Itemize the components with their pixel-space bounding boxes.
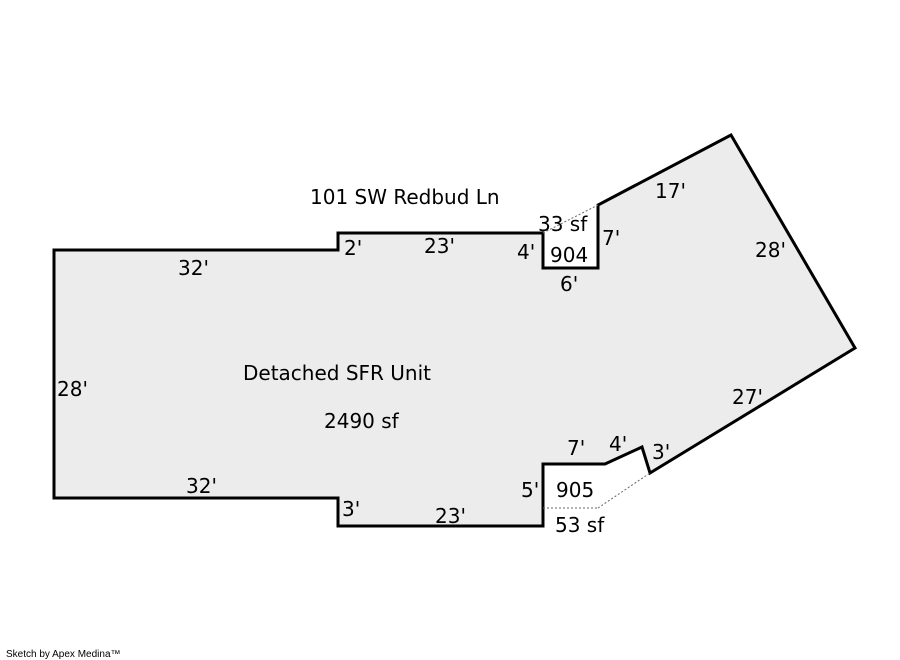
dim-bottom-left: 32' [186, 474, 217, 498]
main-area-size: 2490 sf [324, 409, 400, 433]
dim-904-left: 4' [517, 240, 535, 264]
dim-905-short: 4' [609, 432, 627, 456]
area-904-code: 904 [550, 243, 588, 267]
area-905-code: 905 [556, 478, 594, 502]
dim-right-diagonal: 28' [755, 238, 786, 262]
sketch-credit: Sketch by Apex Medina™ [6, 649, 121, 660]
dim-904-bottom: 6' [560, 272, 578, 296]
area-905-dashed-diagonal [597, 472, 651, 509]
dim-top-left: 32' [178, 256, 209, 280]
dim-905-right: 3' [652, 440, 670, 464]
detached-sfr-outline [52, 133, 858, 528]
dim-upper-diagonal: 17' [655, 179, 686, 203]
dim-lower-diagonal: 27' [732, 385, 763, 409]
dim-905-left: 5' [521, 478, 539, 502]
dim-bottom-step: 3' [342, 497, 360, 521]
dim-bottom-mid: 23' [435, 504, 466, 528]
address-label: 101 SW Redbud Ln [310, 185, 500, 209]
main-area-name: Detached SFR Unit [243, 361, 431, 385]
area-904-size: 33 sf [538, 212, 588, 236]
dim-905-top: 7' [567, 436, 585, 460]
dim-904-right: 7' [602, 226, 620, 250]
area-905-size: 53 sf [555, 513, 605, 537]
dim-left: 28' [57, 377, 88, 401]
dim-top-step: 2' [344, 236, 362, 260]
dim-top-mid: 23' [424, 234, 455, 258]
